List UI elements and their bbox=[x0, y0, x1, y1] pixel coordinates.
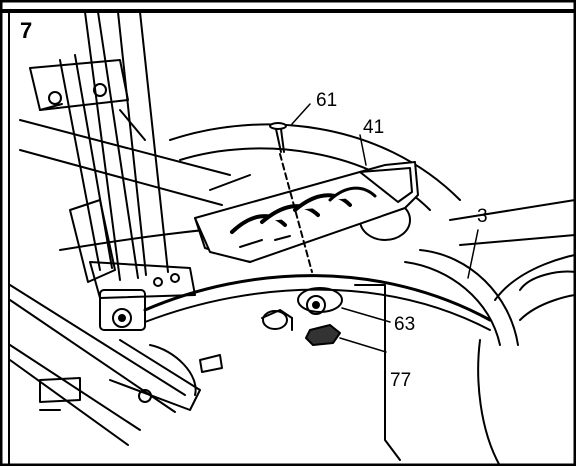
bolt-part-61 bbox=[269, 122, 313, 273]
base-beams bbox=[9, 284, 223, 446]
flywheel-disc bbox=[477, 254, 576, 466]
callout-3: 3 bbox=[477, 206, 488, 227]
rail-part-3 bbox=[143, 249, 519, 346]
cover-plate bbox=[354, 199, 576, 461]
washer-part-63 bbox=[297, 287, 343, 315]
step-number: 7 bbox=[20, 18, 32, 43]
callout-41: 41 bbox=[363, 117, 384, 138]
callout-63: 63 bbox=[394, 314, 415, 335]
pedal-part-41 bbox=[194, 161, 419, 263]
upright-arm-assembly bbox=[59, 11, 169, 281]
callout-leaders bbox=[291, 103, 479, 353]
callout-77: 77 bbox=[390, 370, 411, 391]
nut-part-77 bbox=[305, 324, 341, 346]
callout-61: 61 bbox=[316, 90, 337, 111]
